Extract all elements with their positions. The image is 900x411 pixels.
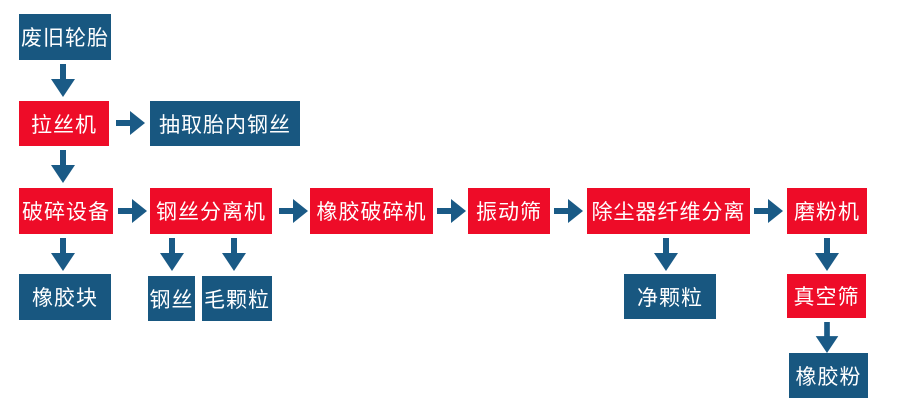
arrow-right-icon xyxy=(118,198,148,224)
node-rough-granules: 毛颗粒 xyxy=(202,276,272,321)
arrow-right-icon xyxy=(116,110,146,136)
node-wire-drawing-machine: 拉丝机 xyxy=(19,101,109,146)
node-dust-collector-fiber-separation: 除尘器纤维分离 xyxy=(587,188,750,234)
node-clean-granules: 净颗粒 xyxy=(624,274,716,319)
arrow-down-icon xyxy=(159,238,185,272)
node-steel-wire: 钢丝 xyxy=(148,276,195,321)
arrow-right-icon xyxy=(754,198,784,224)
node-grinding-machine: 磨粉机 xyxy=(787,188,867,234)
arrow-down-icon xyxy=(50,150,76,184)
arrow-down-icon xyxy=(814,322,840,354)
node-steel-wire-separator: 钢丝分离机 xyxy=(150,188,272,234)
node-crushing-equipment: 破碎设备 xyxy=(19,188,113,234)
arrow-down-icon xyxy=(50,64,76,98)
node-vacuum-screen: 真空筛 xyxy=(787,274,866,318)
node-vibrating-screen: 振动筛 xyxy=(468,188,550,234)
arrow-right-icon xyxy=(279,198,309,224)
node-rubber-powder: 橡胶粉 xyxy=(789,353,868,398)
arrow-down-icon xyxy=(50,238,76,272)
node-rubber-crusher: 橡胶破碎机 xyxy=(310,188,433,234)
arrow-down-icon xyxy=(653,238,679,272)
node-rubber-block: 橡胶块 xyxy=(19,274,111,320)
arrow-right-icon xyxy=(554,198,584,224)
arrow-down-icon xyxy=(221,238,247,272)
arrow-right-icon xyxy=(437,198,467,224)
node-waste-tires: 废旧轮胎 xyxy=(19,14,111,60)
arrow-down-icon xyxy=(814,238,840,272)
node-extract-inner-steel-wire: 抽取胎内钢丝 xyxy=(150,101,300,146)
